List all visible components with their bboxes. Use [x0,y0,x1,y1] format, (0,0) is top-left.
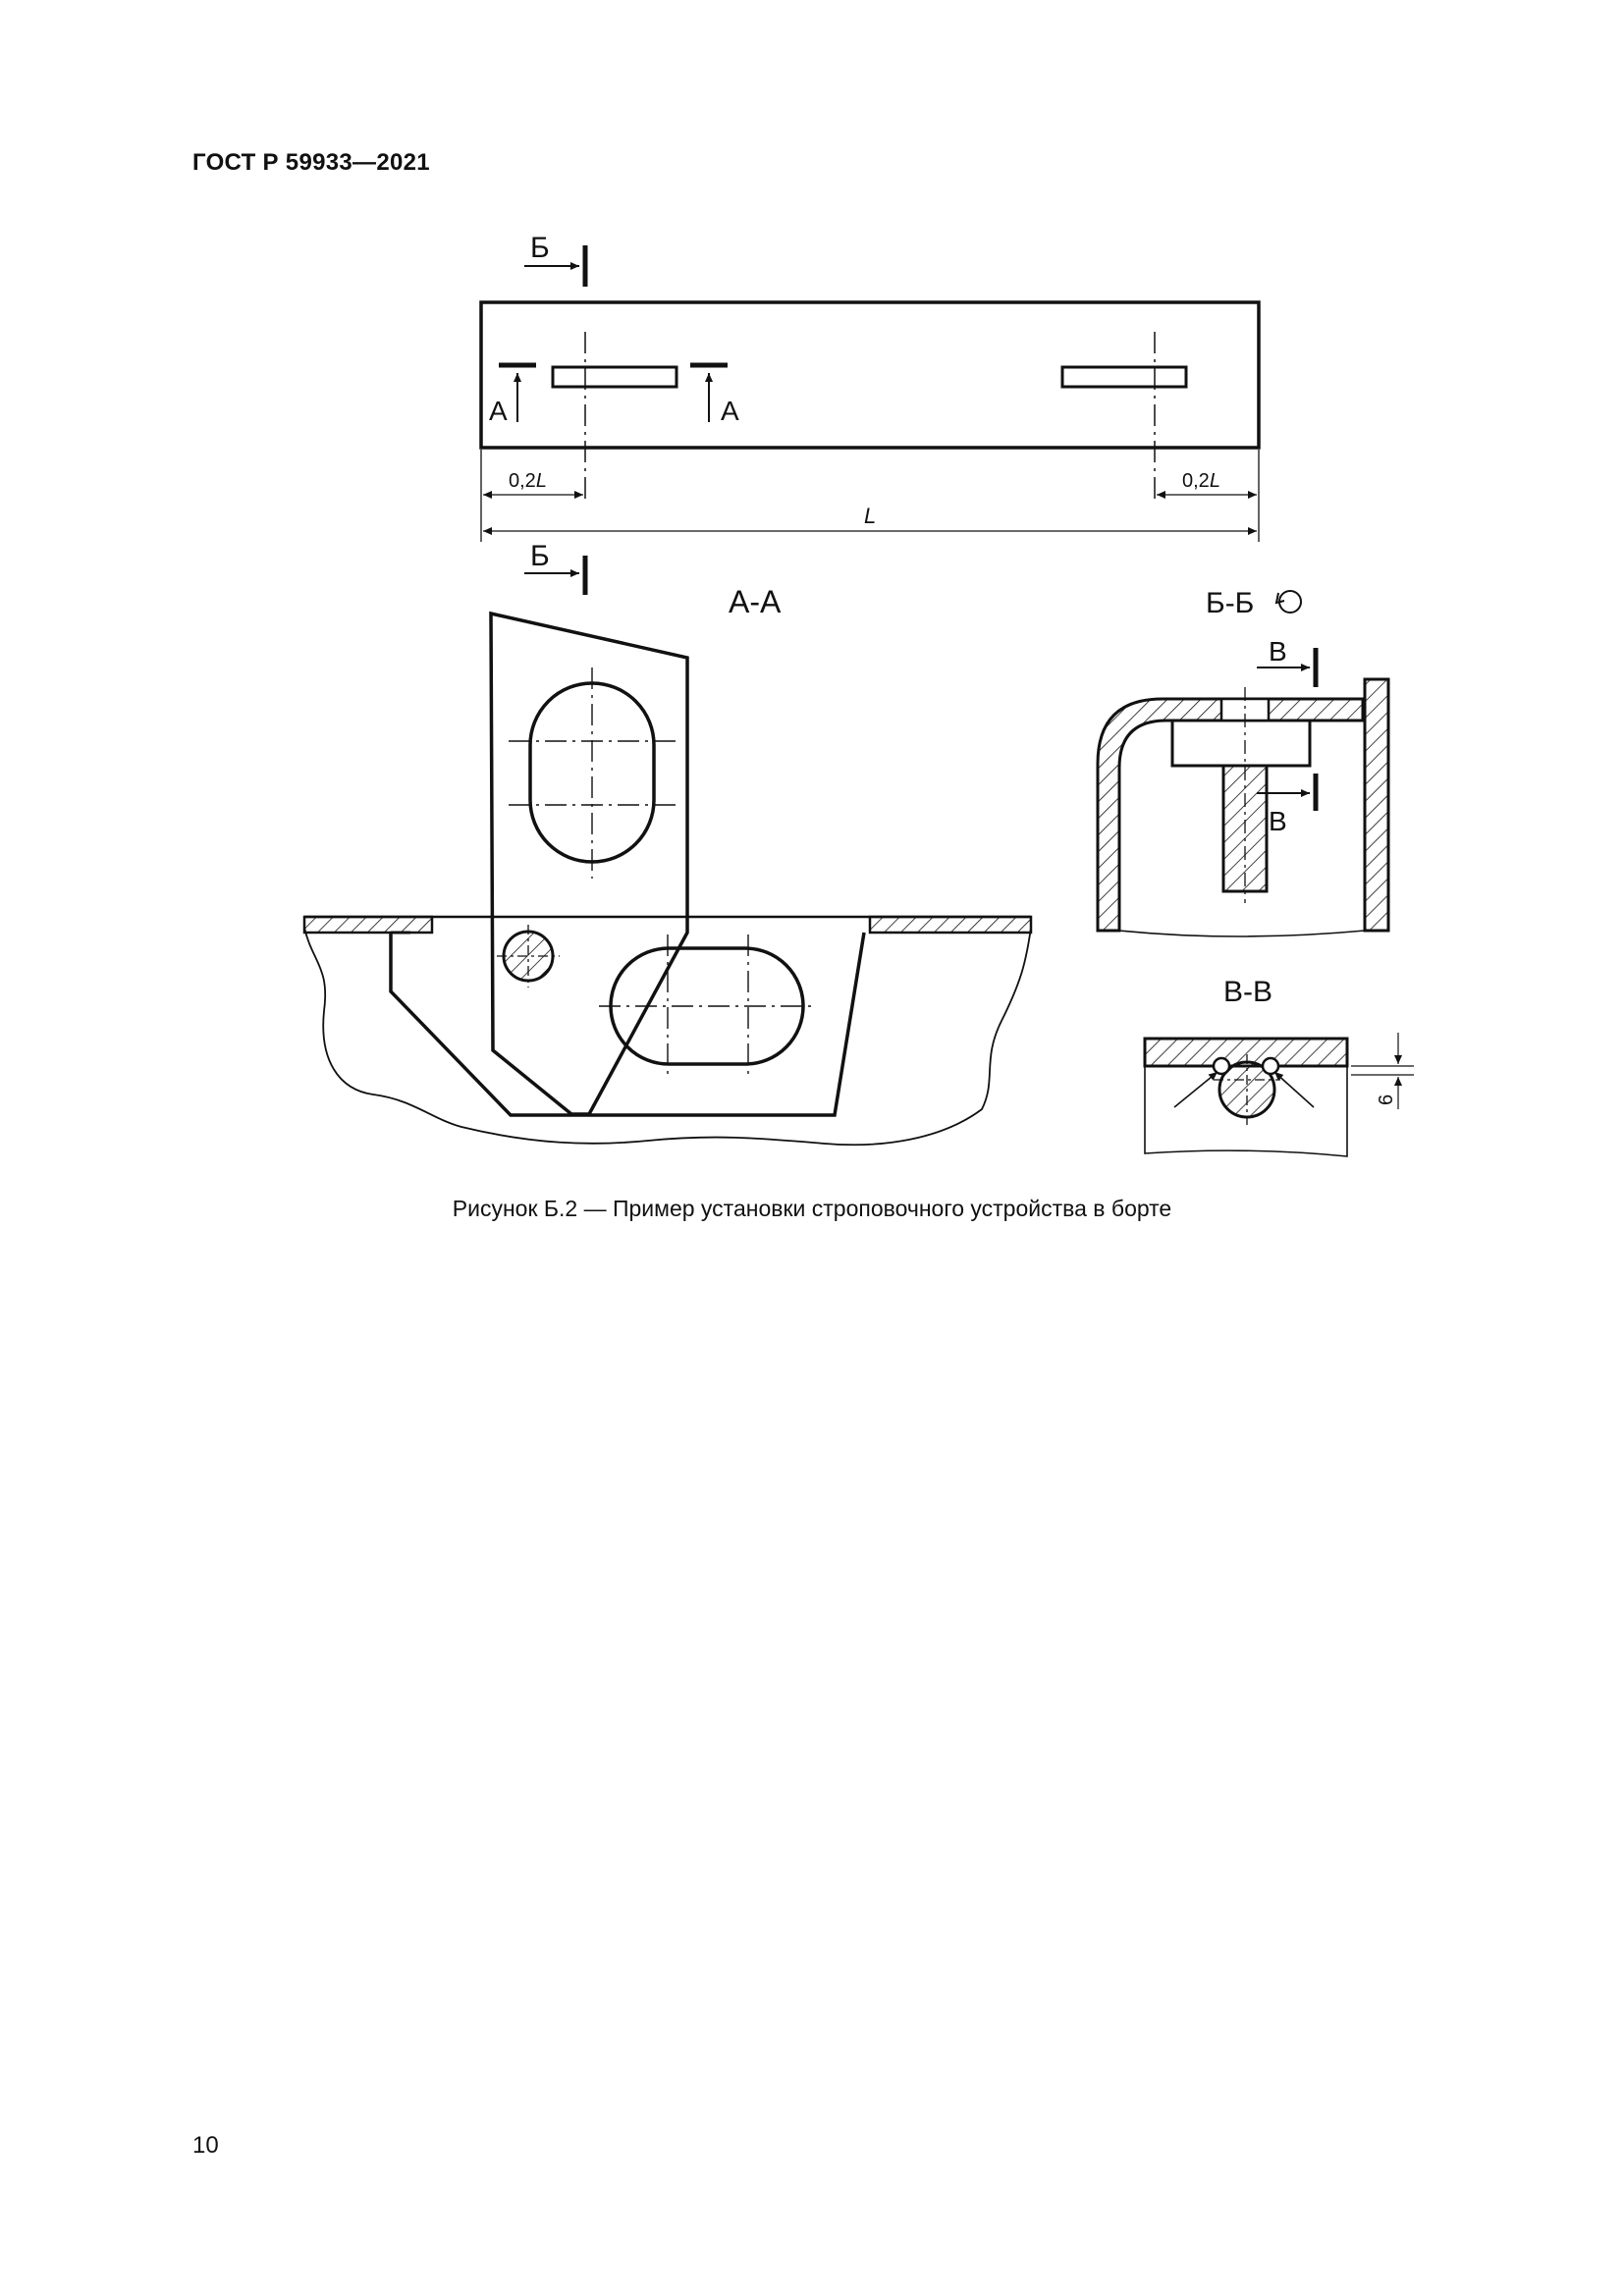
svg-text:0,2L: 0,2L [509,470,547,492]
page-number: 10 [192,2132,219,2159]
figure-caption: Рисунок Б.2 — Пример установки строповоч… [452,1196,1172,1221]
dim-0-2l-left: 0,2 [509,470,536,492]
section-a-label-left: А [489,396,508,426]
section-b-label-bottom: Б [530,540,550,572]
dim-0-2l-right: 0,2 [1182,470,1210,492]
section-b-b: Б-Б В В [1096,587,1390,937]
view-aa-title: А-А [729,584,782,619]
dim-6: 6 [1376,1095,1397,1105]
section-b-label-top: Б [530,232,550,264]
section-v-label-bottom: В [1269,806,1287,836]
svg-text:0,2L: 0,2L [1182,470,1220,492]
document-header: ГОСТ Р 59933—2021 [192,149,430,176]
section-v-label-top: В [1269,636,1287,667]
section-v-v: В-В 6 [1143,976,1414,1157]
view-bb-title: Б-Б [1206,587,1254,619]
dim-l: L [864,504,876,528]
section-a-a: А-А [302,584,1033,1147]
plan-view: Б А А 0,2L 0,2L L Б [479,232,1261,595]
section-a-label-right: А [721,396,739,426]
view-vv-title: В-В [1223,976,1272,1008]
